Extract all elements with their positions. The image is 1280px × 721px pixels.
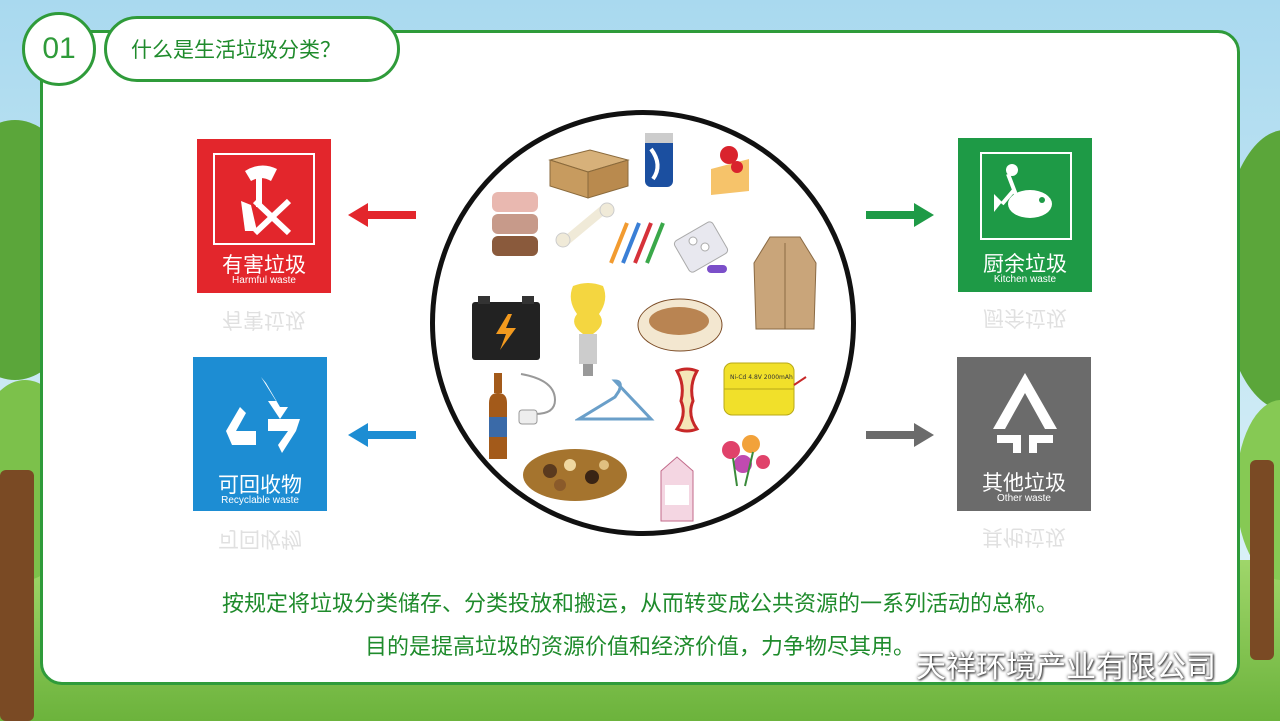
- other-label-zh: 其他垃圾: [982, 471, 1066, 495]
- kitchen-icon-frame: [980, 152, 1072, 240]
- recyclable-label-zh: 可回收物: [218, 473, 302, 497]
- kitchen-reflection: 厨余垃圾: [983, 306, 1067, 330]
- pens-icon: [609, 222, 665, 264]
- arrow-right-gray-icon: [866, 423, 934, 447]
- coat-icon: [753, 236, 817, 330]
- harmful-reflection: 有害垃圾: [222, 308, 306, 332]
- kitchen-waste-card: 厨余垃圾 Kitchen waste: [958, 138, 1092, 292]
- cake-icon: [711, 146, 749, 195]
- battery-icon: [472, 296, 540, 360]
- description-line-2: 目的是提高垃圾的资源价值和经济价值，力争物尽其用。: [364, 635, 915, 660]
- section-number: 01: [22, 12, 96, 86]
- can-icon: [645, 133, 673, 187]
- arrow-left-red-icon: [348, 203, 416, 227]
- recycle-icon: [226, 377, 300, 453]
- bulb-icon: [570, 283, 606, 376]
- beer-bottle-icon: [489, 373, 507, 459]
- harmful-label-en: Harmful waste: [232, 275, 296, 286]
- kitchen-label-zh: 厨余垃圾: [983, 252, 1067, 276]
- other-waste-icon: [993, 373, 1057, 453]
- hanger-icon: [575, 379, 655, 421]
- milk-carton-icon: [660, 456, 694, 522]
- waste-items-circle: Ni-Cd 4.8V 2000mAh: [430, 110, 856, 536]
- other-reflection: 其他垃圾: [982, 525, 1066, 549]
- bone-icon: [555, 202, 615, 248]
- towels-icon: [492, 192, 538, 256]
- flowers-icon: [722, 435, 770, 487]
- cardboard-box-icon: [548, 149, 630, 199]
- charger-icon: [518, 373, 557, 425]
- other-waste-card: 其他垃圾 Other waste: [957, 357, 1091, 511]
- recyclable-reflection: 可回收物: [218, 527, 302, 551]
- watermark-text: 天祥环境产业有限公司: [916, 650, 1216, 685]
- battery-pack-icon: Ni-Cd 4.8V 2000mAh: [723, 362, 807, 416]
- recyclable-label-en: Recyclable waste: [221, 495, 299, 506]
- arrow-right-green-icon: [866, 203, 934, 227]
- arrow-left-blue-icon: [348, 423, 416, 447]
- nuts-icon: [523, 449, 627, 501]
- harmful-icon-frame: [213, 153, 315, 245]
- other-label-en: Other waste: [997, 493, 1051, 504]
- section-title: 什么是生活垃圾分类？: [104, 16, 400, 82]
- recyclable-waste-card: 可回收物 Recyclable waste: [193, 357, 327, 511]
- fish-icon: [637, 298, 723, 352]
- apple-core-icon: [674, 367, 700, 433]
- watermark: 天祥环境产业有限公司: [868, 642, 1216, 686]
- harmful-icon: [241, 165, 292, 236]
- description-line-1: 按规定将垃圾分类储存、分类投放和搬运，从而转变成公共资源的一系列活动的总称。: [221, 592, 1058, 617]
- battery-pack-text: Ni-Cd 4.8V 2000mAh: [730, 374, 793, 381]
- kitchen-icon: [994, 164, 1052, 218]
- harmful-waste-card: 有害垃圾 Harmful waste: [197, 139, 331, 293]
- pills-icon: [673, 221, 729, 273]
- tree-trunk-right: [1250, 460, 1274, 660]
- tree-trunk-left: [0, 470, 34, 721]
- kitchen-label-en: Kitchen waste: [993, 274, 1057, 285]
- harmful-label-zh: 有害垃圾: [222, 253, 306, 277]
- wechat-icon: [869, 651, 906, 677]
